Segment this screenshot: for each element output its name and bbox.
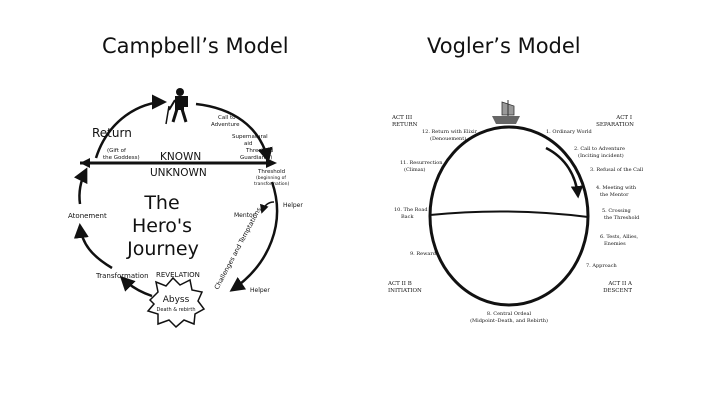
hiker-icon	[165, 88, 188, 125]
stage-2-line-1: 2. Call to Adventure	[574, 146, 625, 152]
stage-5-line-1: 5. Crossing	[602, 208, 632, 214]
threshold-label-3: transformation)	[254, 181, 289, 187]
stage-9: 9. Reward	[410, 251, 437, 257]
act2b-line-1: ACT II B	[387, 281, 412, 287]
stage-7: 7. Approach	[586, 263, 618, 269]
act3-line-2: RETURN	[392, 122, 418, 128]
call-label-2: Adventure	[211, 122, 240, 128]
arrow-right-divider	[266, 158, 277, 168]
stage-6-line-1: 6. Tests, Allies,	[600, 234, 639, 240]
transformation-label: Transformation	[95, 272, 149, 280]
act2a-line-1: ACT II A	[607, 281, 633, 287]
arc-abyss-to-transformation	[119, 275, 153, 298]
ship-icon	[492, 100, 520, 124]
stage-2-line-2: (Inciting incident)	[578, 152, 624, 159]
return-label: Return	[92, 126, 132, 140]
campbell-title: Campbell’s Model	[102, 34, 289, 58]
stage-8-line-1: 8. Central Ordeal	[487, 311, 532, 317]
vogler-title: Vogler’s Model	[427, 34, 581, 58]
arc-right-down	[229, 181, 279, 292]
supernatural-label-2: aid	[244, 141, 252, 147]
stage-1: 1. Ordinary World	[546, 129, 592, 135]
helper-label: Helper	[283, 202, 303, 209]
heros-journey-line-3: Journey	[126, 238, 199, 260]
stage-4-line-2: the Mentor	[600, 192, 629, 198]
act1-line-1: ACT I	[615, 115, 632, 121]
gift-label-1: (Gift of	[107, 148, 127, 154]
threshold-label-2: (beginning of	[256, 175, 286, 181]
threshold-guardian-1: Threshold	[245, 148, 273, 154]
direction-arrow	[545, 146, 584, 199]
atonement-label: Atonement	[68, 212, 107, 220]
stage-8-line-2: (Midpoint–Death, and Rebirth)	[470, 317, 548, 324]
arc-transformation-to-atonement	[73, 223, 113, 270]
helper2-label: Helper	[250, 287, 270, 294]
arrow-left-divider	[80, 158, 90, 168]
stage-4-line-1: 4. Meeting with	[596, 185, 637, 191]
stage-3: 3. Refusal of the Call	[590, 167, 644, 173]
gift-label-2: the Goddess)	[103, 155, 140, 161]
act1-line-2: SEPARATION	[596, 122, 634, 128]
stage-6-line-2: Enemies	[604, 241, 626, 247]
stage-12-line-1: 12. Return with Elixir	[422, 129, 478, 135]
stage-11-line-1: 11. Resurrection	[400, 160, 443, 166]
arc-helper	[260, 201, 275, 214]
mentor-label: Mentor	[234, 212, 256, 219]
abyss-label: Abyss	[163, 295, 190, 305]
arc-hero-to-call	[195, 102, 273, 163]
act3-line-1: ACT III	[391, 115, 412, 121]
abyss-burst-icon	[146, 276, 206, 329]
stage-12-line-2: (Denouement)	[430, 135, 466, 142]
stage-10-line-1: 10. The Road	[394, 207, 428, 213]
arc-return-to-hero	[94, 94, 167, 159]
threshold-guardian-2: Guardian(s)	[240, 155, 272, 161]
equator-line	[429, 210, 589, 218]
stage-11-line-2: (Climax)	[404, 166, 426, 173]
call-label-1: Call to	[218, 115, 236, 121]
act2b-line-2: INITIATION	[388, 288, 422, 294]
known-label: KNOWN	[160, 151, 201, 163]
revelation-label: REVELATION	[156, 271, 200, 279]
unknown-label: UNKNOWN	[150, 167, 207, 179]
journey-circle	[428, 125, 590, 307]
death-rebirth-label: Death & rebirth	[157, 307, 196, 313]
arc-atonement-to-return	[73, 167, 88, 205]
stage-5-line-2: the Threshold	[604, 215, 640, 221]
heros-journey-line-2: Hero's	[132, 215, 192, 237]
act2a-line-2: DESCENT	[603, 288, 632, 294]
threshold-label-1: Threshold	[257, 169, 285, 175]
stage-10-line-2: Back	[401, 214, 414, 220]
supernatural-label-1: Supernatural	[232, 134, 268, 140]
heros-journey-line-1: The	[143, 192, 179, 214]
